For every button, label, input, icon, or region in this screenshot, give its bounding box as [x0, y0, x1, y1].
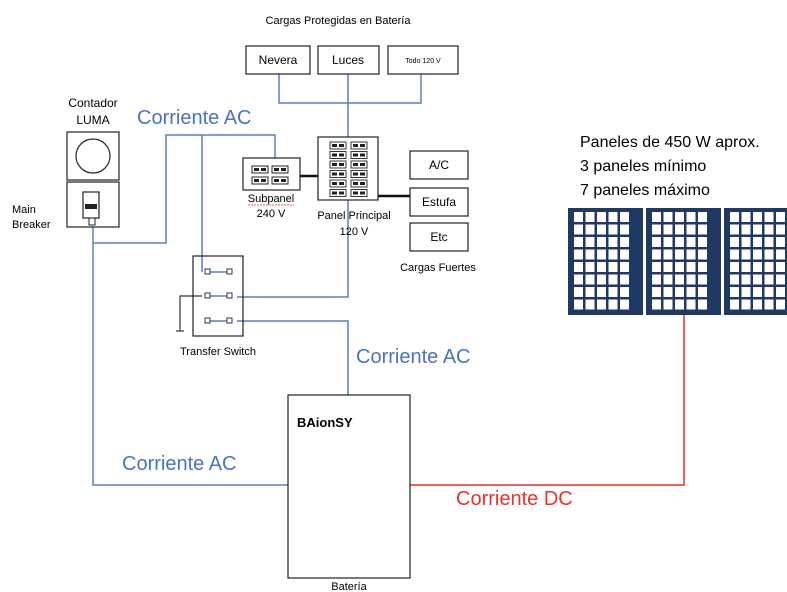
heavy-loads-caption: Cargas Fuertes: [400, 262, 476, 274]
subpanel: [242, 157, 301, 191]
main-panel-label-line2: 120 V: [340, 226, 369, 238]
heavy-load-label: A/C: [429, 158, 449, 172]
utility-meter: [66, 131, 120, 228]
protected-load-nevera: Nevera: [245, 45, 311, 75]
panels-info-line2: 3 paneles mínimo: [580, 158, 706, 175]
solar-panel: [568, 208, 643, 315]
diagram-title: Cargas Protegidas en Batería: [266, 15, 412, 27]
ac-label-bottom: Corriente AC: [122, 453, 237, 475]
heavy-load-etc: Etc: [409, 222, 469, 252]
heavy-load-label: Etc: [430, 230, 447, 244]
switch-contact-icon: [204, 268, 233, 324]
ac-wires: [92, 74, 422, 486]
battery: BAionSY: [287, 394, 411, 579]
meter-label-line2: LUMA: [76, 113, 109, 127]
protected-load-label: Luces: [332, 53, 364, 67]
battery-caption: Batería: [331, 581, 367, 592]
subpanel-label-line1: Subpanel: [248, 193, 295, 205]
main-breaker-label-line1: Main: [12, 204, 36, 216]
transfer-switch: [192, 255, 244, 337]
heavy-load-label: Estufa: [422, 195, 456, 209]
panels-info-line1: Paneles de 450 W aprox.: [580, 134, 760, 151]
ac-label-middle: Corriente AC: [356, 346, 471, 368]
subpanel-label-line2: 240 V: [257, 208, 286, 220]
transfer-bypass: [176, 295, 202, 332]
ac-label-top: Corriente AC: [137, 107, 252, 129]
panels-info-line3: 7 paneles máximo: [580, 182, 710, 199]
protected-load-label: Todo 120 V: [405, 58, 441, 65]
meter-dial-icon: [75, 138, 111, 174]
protected-load-label: Nevera: [259, 53, 298, 67]
heavy-load-estufa: Estufa: [409, 187, 469, 217]
solar-panel: [646, 208, 721, 315]
transfer-switch-label: Transfer Switch: [180, 346, 256, 358]
main-panel: [317, 136, 379, 201]
dc-label: Corriente DC: [456, 488, 573, 510]
main-panel-label-line1: Panel Principal: [317, 210, 390, 222]
solar-panel-array: [568, 208, 787, 315]
solar-panel: [724, 208, 787, 315]
protected-load-todo-120: Todo 120 V: [387, 45, 459, 75]
main-panel-breakers-icon: [329, 141, 368, 197]
subpanel-breaker-icon: [251, 165, 289, 185]
heavy-load-ac: A/C: [409, 150, 469, 180]
main-breaker-label-line2: Breaker: [12, 219, 51, 231]
meter-label-line1: Contador: [68, 96, 117, 110]
dc-wire: [410, 315, 685, 486]
battery-brand: BAionSY: [297, 415, 353, 430]
protected-load-luces: Luces: [317, 45, 380, 75]
